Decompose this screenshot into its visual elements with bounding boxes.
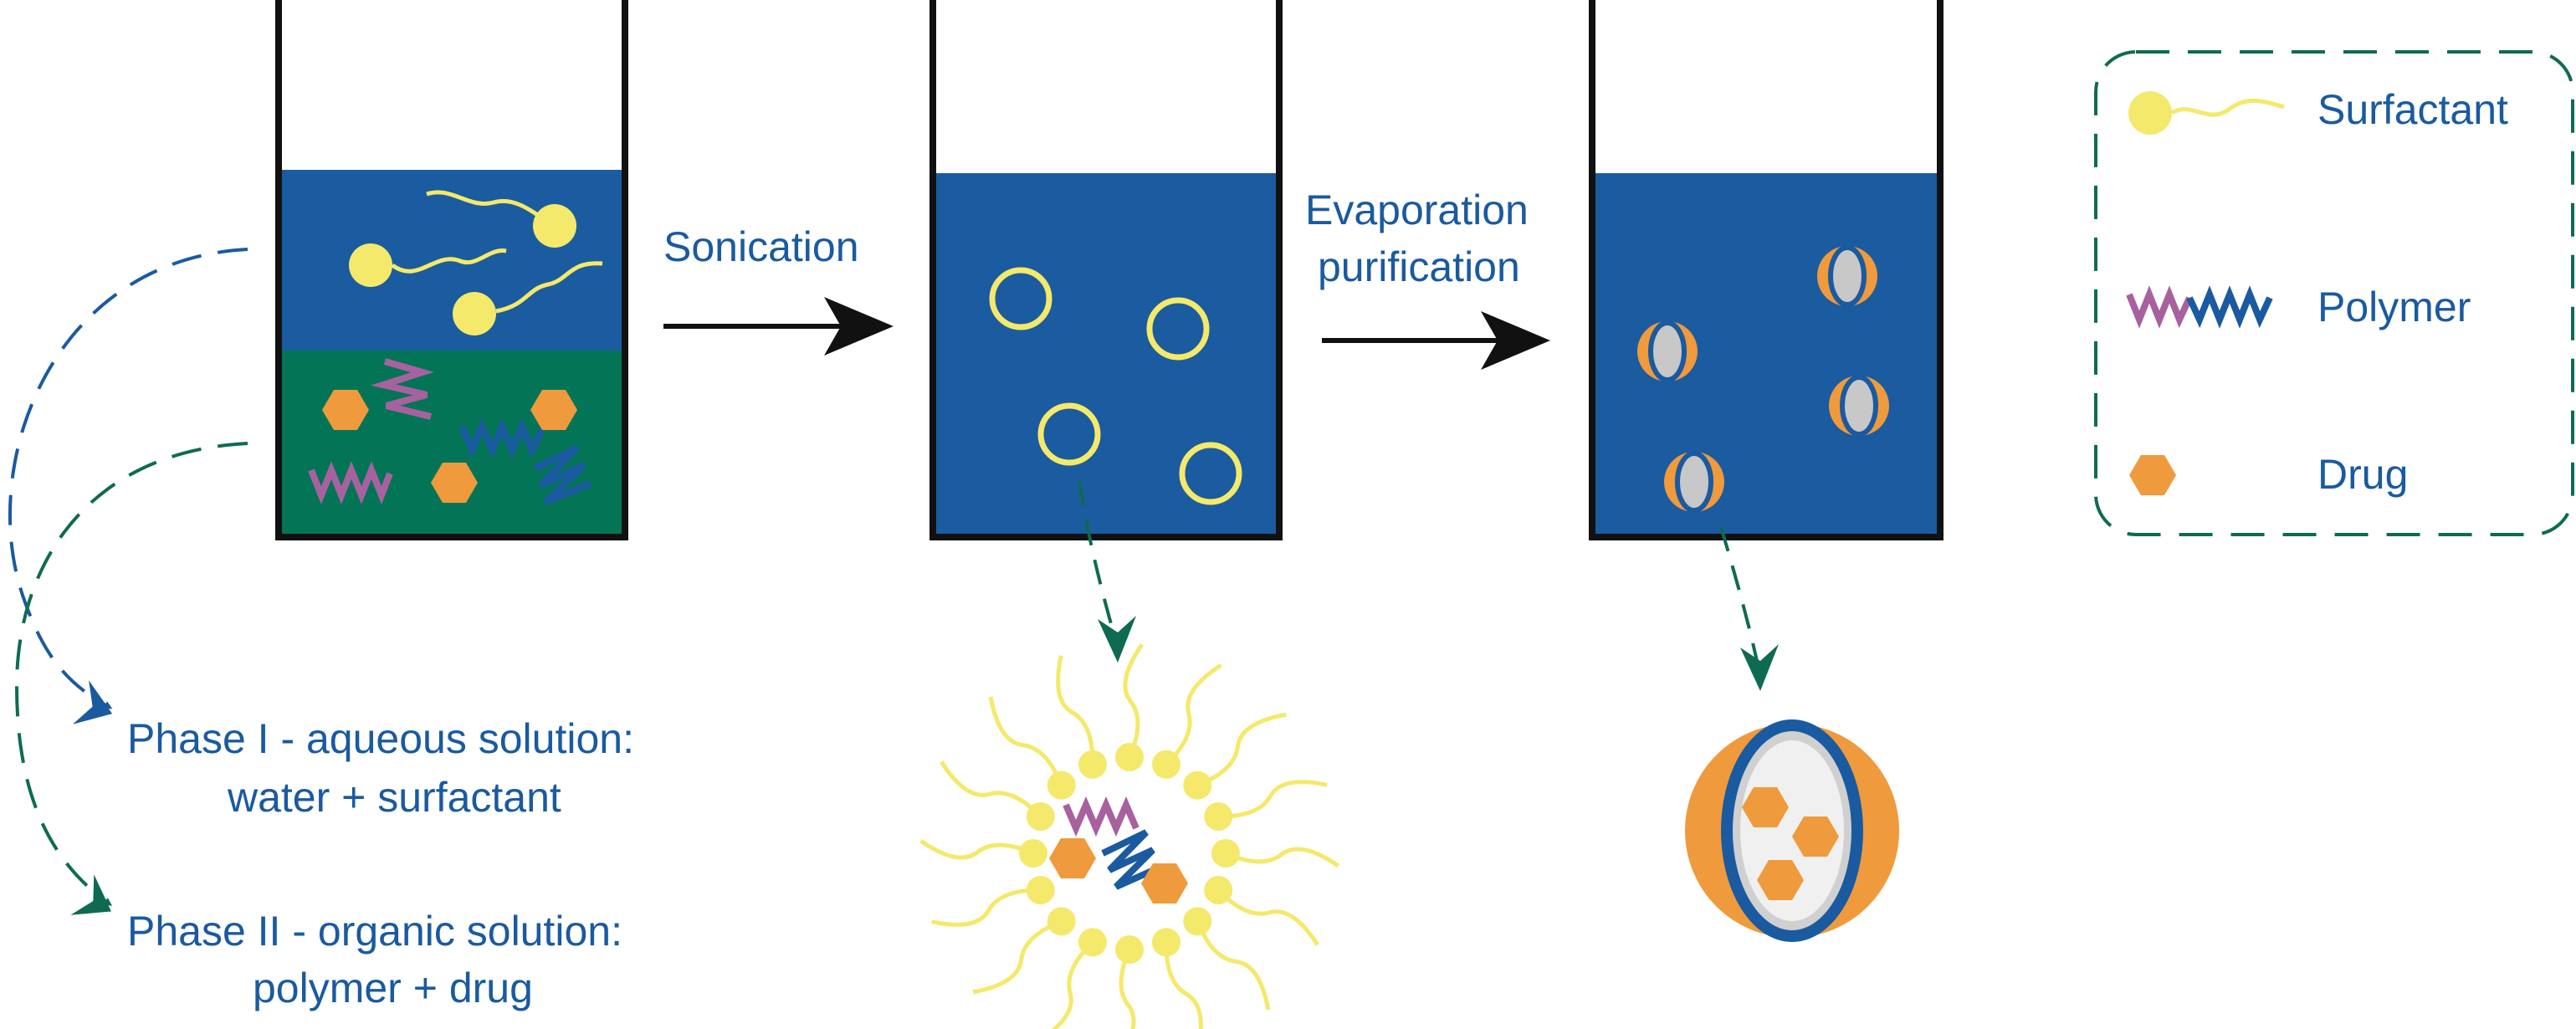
surfactant-tail [1225, 847, 1339, 868]
surfactant-head [1152, 750, 1181, 779]
surfactant-head [1183, 907, 1212, 936]
surfactant-head [1019, 839, 1047, 868]
surfactant-head [1047, 770, 1076, 800]
nanoparticle [1829, 376, 1889, 436]
surfactant-tail [1119, 949, 1136, 1029]
nanoparticle-detail [1685, 719, 1899, 942]
polymer-legend-icon [2126, 285, 2273, 329]
sonication-label: Sonication [663, 223, 859, 270]
surfactant-tail [1123, 643, 1145, 758]
organic-phase-pointer [14, 442, 248, 906]
beaker-wall [1589, 0, 1944, 540]
surfactant-tail [1164, 942, 1203, 1029]
legend: Surfactant Polymer Drug [2094, 50, 2574, 536]
surfactant-head [1183, 770, 1212, 800]
legend-surfactant-label: Surfactant [2317, 86, 2508, 133]
evaporation-label-line1: Evaporation [1305, 187, 1529, 233]
surfactant-tail [988, 696, 1064, 786]
arrowhead [1740, 644, 1779, 691]
nanoparticle [1664, 452, 1724, 512]
drug-particle [1757, 860, 1804, 900]
surfactant-head [1078, 750, 1107, 779]
legend-frame [2094, 50, 2574, 536]
surfactant-molecule [349, 243, 507, 287]
drug-particle [1792, 817, 1839, 857]
surfactant-tail [1056, 655, 1095, 765]
polymer-chain [534, 444, 592, 505]
nanoparticle [1817, 246, 1877, 306]
micelle-droplet [1146, 297, 1210, 361]
surfactant-head [1115, 743, 1144, 771]
nanoparticle-zoom-pointer [1719, 526, 1759, 662]
surfactant-head [1026, 801, 1055, 831]
surfactant-head [1204, 876, 1233, 905]
drug-legend-icon [2129, 455, 2176, 495]
legend-polymer-label: Polymer [2317, 284, 2471, 330]
evaporation-label-line2: purification [1318, 243, 1520, 290]
organic-phase-layer [280, 351, 623, 537]
legend-drug-label: Drug [2317, 451, 2408, 498]
micelle-zoom-pointer [1078, 480, 1116, 637]
surfactant-tail [931, 888, 1041, 927]
surfactant-molecule [453, 261, 603, 335]
micelle-droplet [1179, 442, 1242, 505]
surfactant-tail [1195, 920, 1271, 1011]
micelle-droplet [1037, 402, 1101, 466]
surfactant-head [1078, 928, 1107, 957]
surfactant-tail [1216, 888, 1319, 946]
phase1-line2: water + surfactant [227, 774, 561, 821]
polymer-chain [1101, 829, 1163, 890]
surfactant-head [1152, 928, 1181, 957]
surfactant-tail [972, 919, 1063, 995]
surfactant-head [1026, 876, 1055, 905]
phase2-line1: Phase II - organic solution: [127, 908, 622, 955]
surfactant-head [1047, 907, 1076, 936]
beaker-nanoparticles [1589, 0, 1944, 540]
process-arrow [663, 297, 894, 356]
surfactant-tail [1165, 663, 1222, 766]
aqueous-phase-pointer [8, 248, 248, 709]
micelle-droplet [989, 267, 1052, 330]
polymer-chain [1063, 796, 1139, 837]
beaker-wall [930, 0, 1283, 540]
surfactant-tail [1218, 780, 1328, 819]
surfactant-head [1204, 801, 1233, 831]
arrowhead [72, 680, 113, 724]
surfactant-molecule [426, 190, 576, 248]
drug-particle [1141, 863, 1188, 904]
arrowhead [1098, 616, 1136, 663]
beaker-wall [275, 0, 628, 540]
beaker-initial-phases [275, 0, 628, 540]
surfactant-tail [940, 760, 1042, 818]
drug-particle [1049, 838, 1096, 878]
surfactant-tail [1051, 940, 1094, 1029]
phase1-line1: Phase I - aqueous solution: [127, 715, 634, 762]
surfactant-tail [1196, 712, 1287, 788]
nanoparticle [1637, 321, 1698, 381]
surfactant-tail [919, 838, 1034, 860]
polymer-chain [458, 417, 545, 459]
process-arrow [1322, 311, 1550, 370]
beaker-emulsion [930, 0, 1283, 540]
surfactant-head [1211, 839, 1240, 868]
surfactant-head [1115, 935, 1144, 964]
phase2-line2: polymer + drug [253, 965, 533, 1011]
drug-particle [1742, 787, 1789, 827]
emulsion-liquid [935, 173, 1278, 537]
polymer-chain [370, 358, 434, 420]
arrowhead [70, 874, 111, 915]
polymer-chain [308, 461, 393, 504]
micelle-detail [919, 643, 1339, 1029]
surfactant-legend-icon [2128, 91, 2285, 135]
